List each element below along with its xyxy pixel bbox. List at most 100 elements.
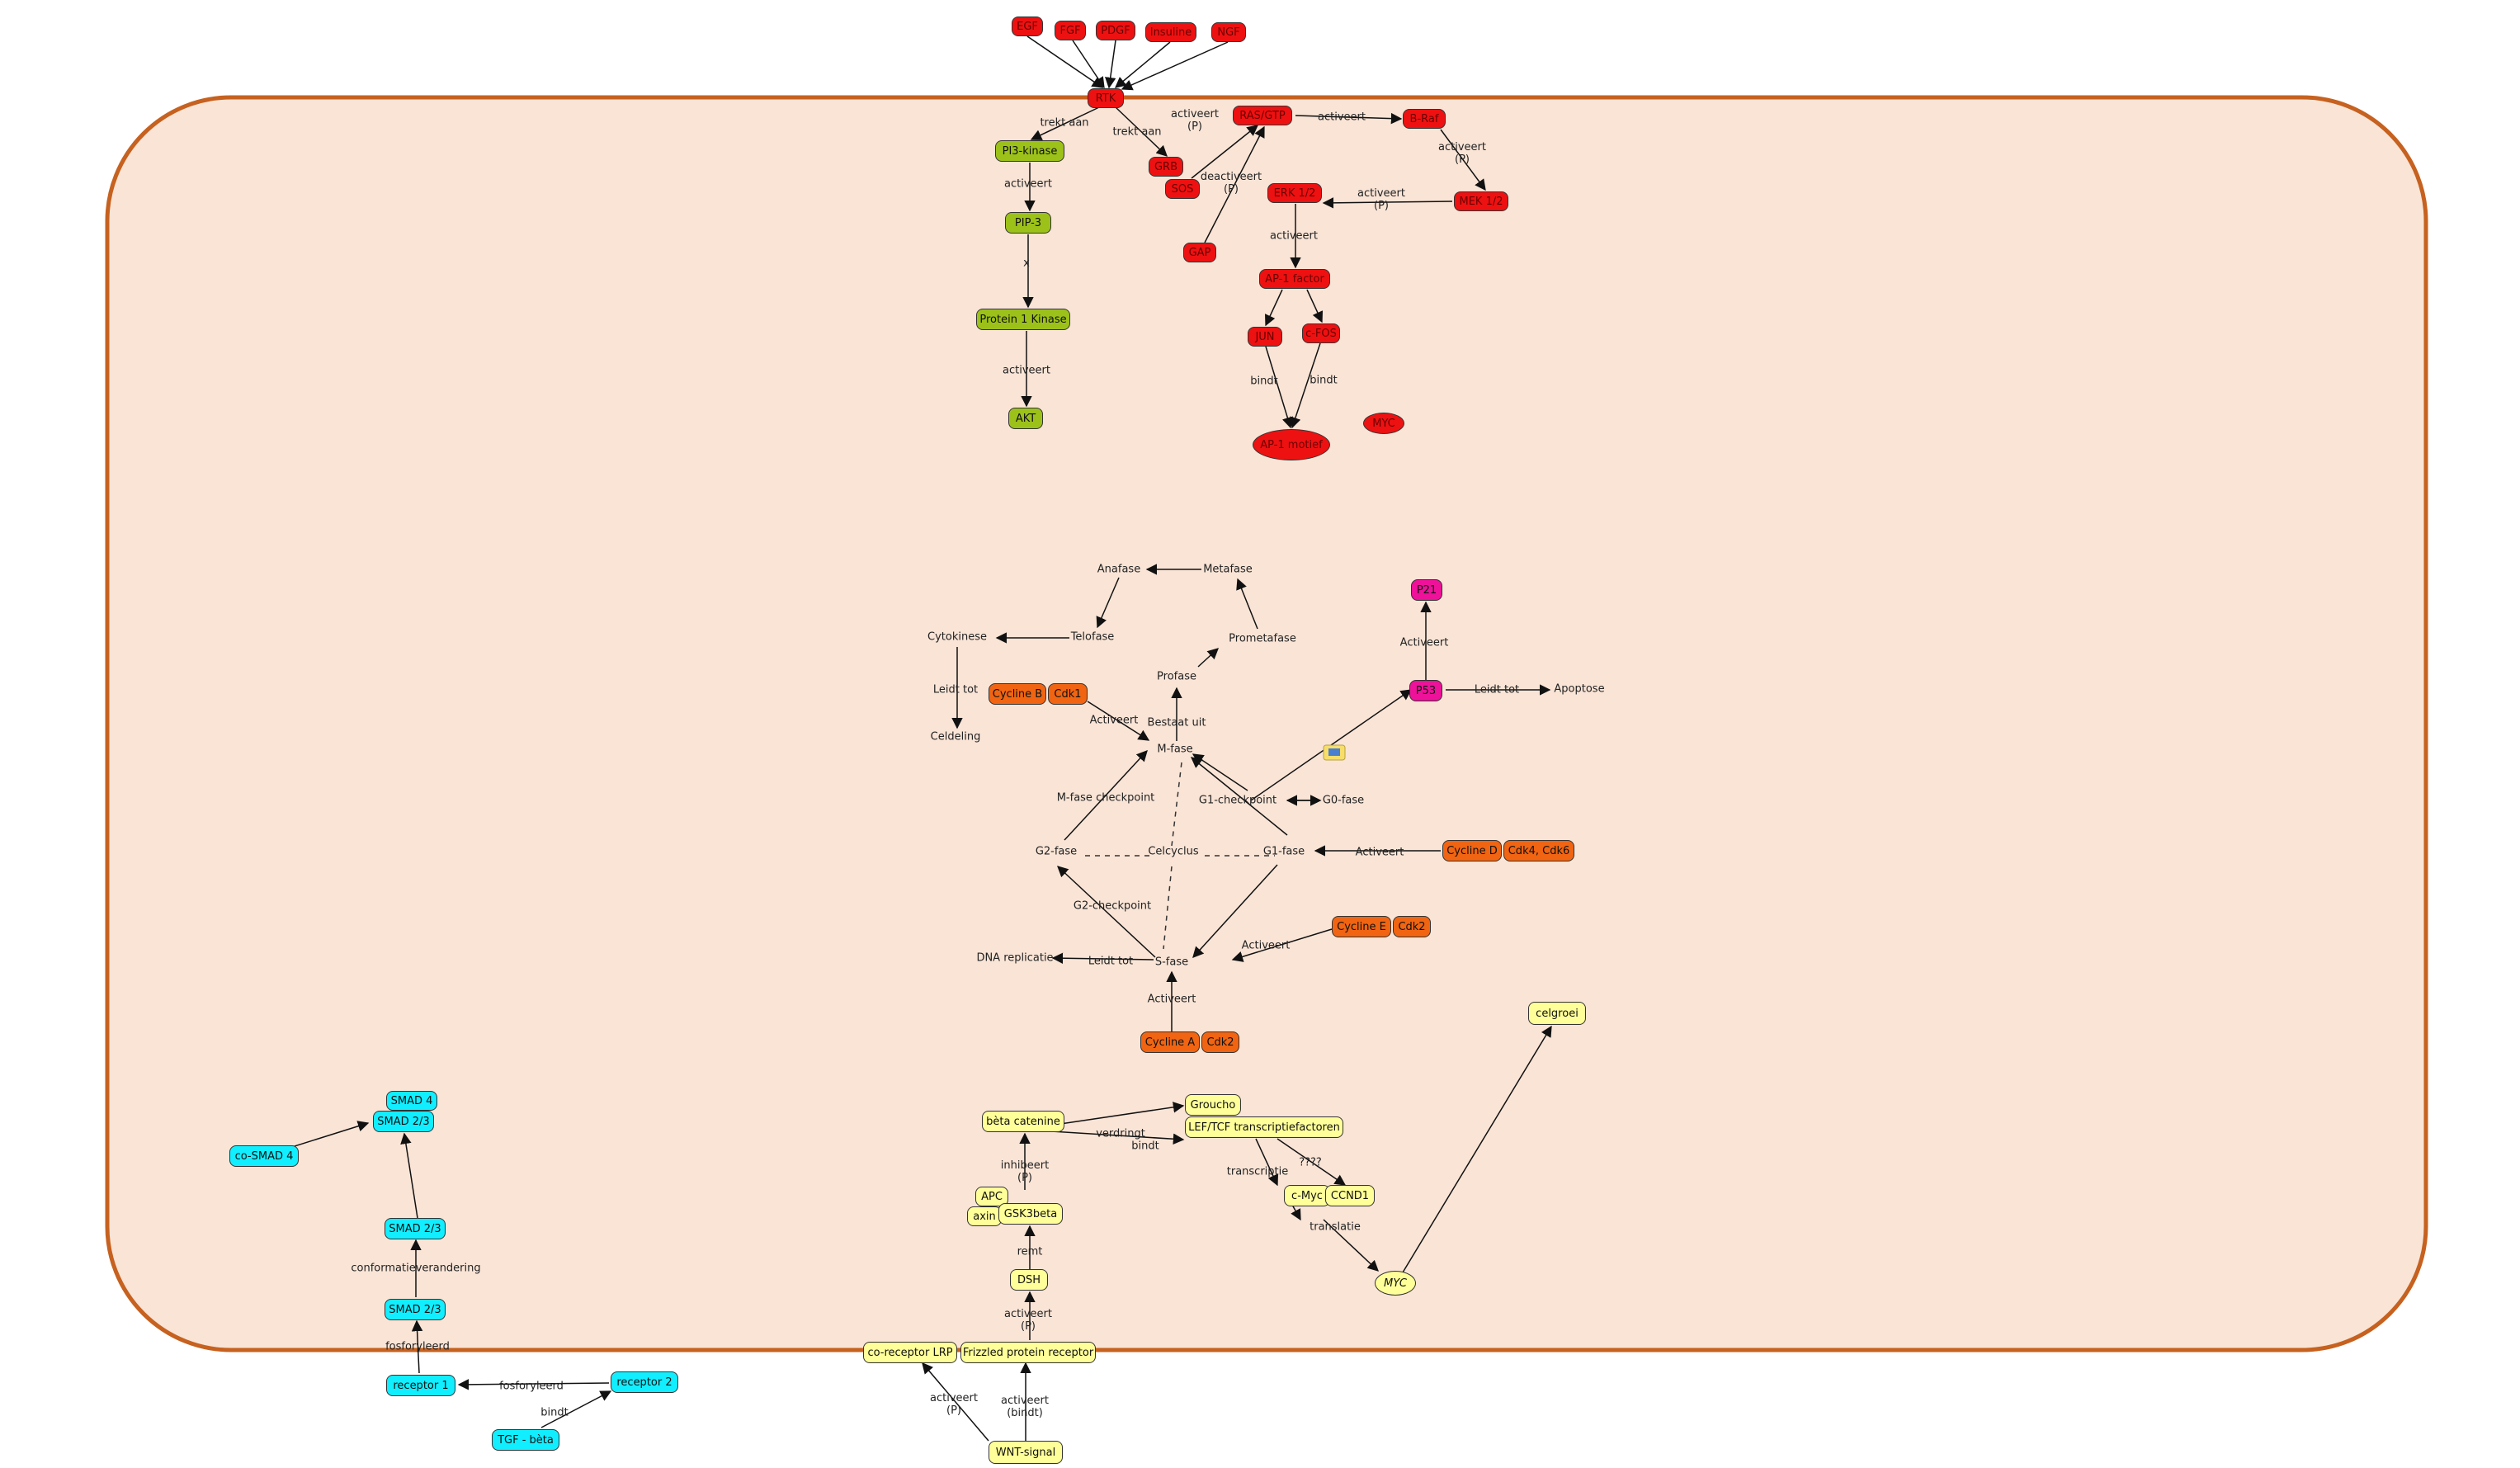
node-cdk1[interactable]: Cdk1 <box>1048 683 1088 705</box>
node-pi3-kinase[interactable]: PI3-kinase <box>995 140 1064 162</box>
node-b-raf[interactable]: B-Raf <box>1403 109 1446 129</box>
node-smad23-mid[interactable]: SMAD 2/3 <box>385 1218 446 1239</box>
edge-arrow <box>1231 928 1333 962</box>
node-fgf[interactable]: FGF <box>1055 21 1086 40</box>
node-myc-yellow[interactable]: MYC <box>1375 1271 1416 1296</box>
node-wnt-signal[interactable]: WNT-signal <box>989 1441 1063 1464</box>
node-beta-catenine[interactable]: bèta catenine <box>982 1111 1064 1132</box>
node-myc-red[interactable]: MYC <box>1363 413 1404 434</box>
edge-label-remt: remt <box>1017 1245 1043 1258</box>
edge-label-fosforyleerd-1: fosforyleerd <box>385 1340 450 1353</box>
edge-label-activeert-p-mek: activeert(P) <box>1438 141 1486 166</box>
edge-label-leidt-tot-dna: Leidt tot <box>1088 955 1134 968</box>
edge-label-activeert-ap1: activeert <box>1270 229 1318 243</box>
text-prometafase: Prometafase <box>1229 632 1296 645</box>
node-ccnd1[interactable]: CCND1 <box>1325 1185 1375 1206</box>
node-egf[interactable]: EGF <box>1012 17 1043 36</box>
node-cycline-a[interactable]: Cycline A <box>1140 1031 1200 1053</box>
edge-label-activeert-p53: Activeert <box>1399 636 1449 649</box>
node-smad4[interactable]: SMAD 4 <box>386 1091 437 1111</box>
text-g2-fase: G2-fase <box>1035 845 1078 858</box>
node-smad23-low[interactable]: SMAD 2/3 <box>385 1299 446 1320</box>
edge-label-activeert-bindt: activeert(bindt) <box>1001 1395 1049 1419</box>
node-cycline-b[interactable]: Cycline B <box>989 683 1046 705</box>
node-gap[interactable]: GAP <box>1183 243 1216 262</box>
node-ap1-factor[interactable]: AP-1 factor <box>1259 269 1330 289</box>
edge-label-verdringt: verdringt <box>1096 1127 1145 1140</box>
cell-membrane <box>105 95 2428 1352</box>
node-sos[interactable]: SOS <box>1165 179 1200 199</box>
node-rtk[interactable]: RTK <box>1088 88 1124 108</box>
node-mek[interactable]: MEK 1/2 <box>1454 191 1508 211</box>
edge-arrow <box>1192 864 1278 958</box>
node-co-receptor-lrp[interactable]: co-receptor LRP <box>863 1342 957 1363</box>
text-cytokinese: Cytokinese <box>927 630 987 644</box>
node-co-smad4[interactable]: co-SMAD 4 <box>229 1145 299 1167</box>
node-receptor-1[interactable]: receptor 1 <box>386 1375 455 1396</box>
text-g2-checkpoint: G2-checkpoint <box>1073 899 1152 913</box>
edge-arrow <box>1197 648 1219 668</box>
edge-arrow <box>1037 1130 1185 1145</box>
node-pdgf[interactable]: PDGF <box>1096 21 1135 40</box>
node-ap1-motief[interactable]: AP-1 motief <box>1253 429 1330 460</box>
node-celgroei[interactable]: celgroei <box>1528 1002 1586 1025</box>
edge-arrow <box>1440 129 1486 191</box>
edge-arrow <box>1236 578 1258 630</box>
edge-label-activeert-a: Activeert <box>1147 993 1196 1006</box>
text-celcyclus: Celcyclus <box>1148 845 1199 858</box>
node-fos[interactable]: c-FOS <box>1302 323 1340 343</box>
edge-arrow <box>1051 952 1154 964</box>
node-insuline[interactable]: Insuline <box>1145 22 1196 42</box>
node-axin[interactable]: axin <box>967 1206 1002 1226</box>
edge-arrow <box>1072 40 1105 89</box>
edge-label-qqqq: ???? <box>1299 1156 1322 1169</box>
node-tgf-beta[interactable]: TGF - bèta <box>492 1429 559 1451</box>
edge-label-deactiveert: deactiveert(P) <box>1200 171 1262 196</box>
node-dsh[interactable]: DSH <box>1010 1269 1048 1291</box>
note-icon[interactable] <box>1323 744 1346 761</box>
node-c-myc[interactable]: c-Myc <box>1284 1185 1330 1206</box>
edge-arrow <box>1323 1219 1379 1272</box>
edge-label-inhibeert: inhibeert(P) <box>1000 1159 1050 1184</box>
node-frizzled-receptor[interactable]: Frizzled protein receptor <box>960 1342 1096 1363</box>
node-ras-gtp[interactable]: RAS/GTP <box>1233 106 1292 125</box>
node-protein-1-kinase[interactable]: Protein 1 Kinase <box>976 309 1070 330</box>
node-cycline-e[interactable]: Cycline E <box>1332 916 1391 937</box>
node-pip3[interactable]: PIP-3 <box>1005 212 1051 234</box>
node-cycline-d[interactable]: Cycline D <box>1442 840 1502 861</box>
edge-label-leidt-tot-cyto: Leidt tot <box>932 683 979 696</box>
cell-cycle-dashes <box>1085 762 1275 950</box>
node-p53[interactable]: P53 <box>1409 680 1442 701</box>
node-erk[interactable]: ERK 1/2 <box>1267 183 1322 203</box>
edge-arrow <box>411 1319 423 1374</box>
edge-label-activeert-pk1: activeert <box>1003 364 1050 377</box>
node-grb[interactable]: GRB <box>1149 157 1183 177</box>
edge-arrow <box>540 1390 612 1428</box>
edge-label-activeert-dsh: activeert(P) <box>1004 1308 1052 1333</box>
edge-label-fosforyleerd-2: fosforyleerd <box>499 1380 564 1393</box>
edge-arrow <box>1096 577 1120 629</box>
node-p21[interactable]: P21 <box>1411 579 1442 601</box>
node-ngf[interactable]: NGF <box>1211 22 1246 42</box>
node-akt[interactable]: AKT <box>1008 408 1043 429</box>
node-smad23-top[interactable]: SMAD 2/3 <box>373 1111 434 1132</box>
edge-arrow <box>457 1379 610 1390</box>
text-g1-checkpoint: G1-checkpoint <box>1198 794 1277 807</box>
edge-arrow <box>1105 40 1116 89</box>
node-jun[interactable]: JUN <box>1248 327 1282 347</box>
node-receptor-2[interactable]: receptor 2 <box>611 1371 678 1393</box>
node-cdk2-e[interactable]: Cdk2 <box>1393 916 1431 937</box>
node-lef-tcf[interactable]: LEF/TCF transcriptiefactoren <box>1185 1116 1343 1138</box>
edge-arrow <box>1291 1204 1301 1221</box>
node-cdk2-a[interactable]: Cdk2 <box>1201 1031 1239 1053</box>
edge-label-activeert-p-ras: activeert(P) <box>1171 108 1219 133</box>
edge-label-conformatie: conformatieverandering <box>351 1262 481 1275</box>
node-gsk3beta[interactable]: GSK3beta <box>998 1203 1063 1225</box>
edge-arrow <box>1190 757 1288 836</box>
edge-label-activeert-d: Activeert <box>1355 846 1404 859</box>
node-cdk4-cdk6[interactable]: Cdk4, Cdk6 <box>1503 840 1574 861</box>
edge-arrow <box>922 1362 989 1442</box>
edge-label-activeert-p-erk: activeert(P) <box>1357 187 1405 212</box>
node-groucho[interactable]: Groucho <box>1185 1094 1241 1116</box>
